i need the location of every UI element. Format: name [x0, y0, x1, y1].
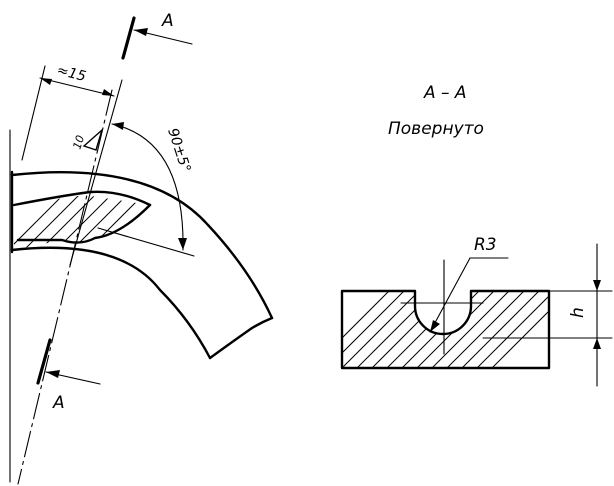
slot-edge: [12, 190, 152, 207]
angle-extension-line: [97, 227, 195, 257]
width-dimension: [21, 65, 123, 266]
cutting-plane-line: [17, 89, 113, 485]
cutting-plane-mark-top: [121, 16, 136, 60]
section-arrow-top: [133, 28, 193, 45]
depth-label: h: [568, 307, 588, 318]
part-inner-edge: [10, 246, 212, 360]
cutting-plane-mark-bottom: [36, 338, 52, 385]
section-title: А – А: [423, 83, 467, 103]
slot-bottom-edge: [16, 203, 152, 244]
roughness-symbol: [82, 127, 104, 151]
section-note: Повернуто: [388, 119, 484, 139]
section-mark-bottom: А: [52, 393, 65, 413]
radius-label: R3: [474, 235, 497, 255]
depth-dimension: [482, 243, 613, 387]
part-break-line: [208, 316, 274, 360]
angle-dimension: [97, 122, 195, 257]
part-outer-edge: [10, 171, 274, 320]
width-dimension-label: ≈15: [55, 62, 88, 85]
section-arrow-bottom: [45, 370, 101, 385]
section-mark-top: А: [161, 11, 174, 31]
part-left-view: [10, 170, 274, 360]
section-view: [340, 259, 551, 370]
radius-leader: [429, 257, 509, 333]
roughness-label: 10: [70, 134, 87, 151]
